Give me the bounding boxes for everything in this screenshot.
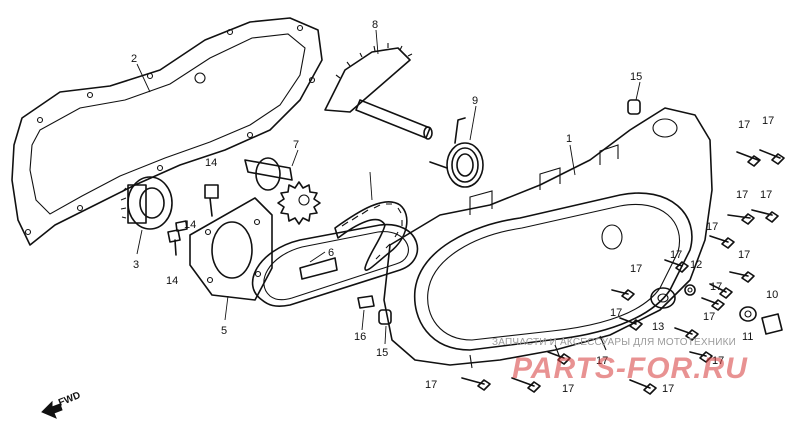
bolts-part-17 (461, 149, 785, 395)
callout-17i: 17 (710, 281, 722, 293)
callout-17d: 17 (760, 189, 772, 201)
callout-17c: 17 (736, 189, 748, 201)
callout-17f: 17 (670, 249, 682, 261)
pins (167, 184, 375, 309)
callout-3: 3 (133, 259, 139, 271)
callout-15a: 15 (630, 71, 642, 83)
callout-11: 11 (742, 331, 753, 343)
drive-belt (251, 223, 419, 307)
sprocket-part-7 (244, 157, 321, 225)
callout-7: 7 (293, 139, 299, 151)
callout-17a: 17 (738, 119, 750, 131)
leader-lines (136, 29, 641, 345)
callout-14c: 14 (166, 275, 178, 287)
watermark-logo: PARTS-FOR.RU (512, 352, 748, 385)
crankcase-cover-part-1 (383, 107, 713, 369)
callout-17k: 17 (703, 311, 715, 323)
callout-17e: 17 (706, 221, 718, 233)
callout-1: 1 (566, 133, 572, 145)
callout-8: 8 (372, 19, 378, 31)
spindle-part-8 (324, 43, 433, 140)
callout-10: 10 (766, 289, 778, 301)
callout-17p: 17 (662, 383, 674, 395)
callout-17n: 17 (425, 379, 437, 391)
callout-17b: 17 (762, 115, 774, 127)
gasket-part-2 (11, 17, 323, 246)
callout-17j: 17 (610, 307, 622, 319)
callout-14a: 14 (205, 157, 217, 169)
callout-9: 9 (472, 95, 478, 107)
callout-14b: 14 (184, 219, 196, 231)
collar-part-15 (378, 99, 641, 325)
callout-17l: 17 (596, 355, 608, 367)
callout-17h: 17 (630, 263, 642, 275)
callout-2: 2 (131, 53, 137, 65)
callout-13: 13 (652, 321, 664, 333)
spring-part-9 (429, 117, 484, 188)
callout-6: 6 (328, 247, 334, 259)
callout-5: 5 (221, 325, 227, 337)
callout-16: 16 (354, 331, 366, 343)
small-parts (650, 284, 783, 335)
fwd-arrow: FWD (41, 390, 82, 419)
watermark-text: ЗАПЧАСТИ И АКСЕССУАРЫ ДЛЯ МОТОТЕХНИКИ (492, 337, 736, 348)
callout-17m: 17 (712, 355, 724, 367)
callout-12: 12 (690, 259, 702, 271)
plate-part-5 (189, 197, 273, 301)
callout-labels: 2 1 3 5 6 7 8 9 10 11 12 13 14 14 14 15 … (131, 19, 778, 395)
fwd-label: FWD (57, 390, 82, 409)
watermark: ЗАПЧАСТИ И АКСЕССУАРЫ ДЛЯ МОТОТЕХНИКИ PA… (492, 337, 748, 385)
chain-part-4 (334, 201, 408, 271)
callout-15b: 15 (376, 347, 388, 359)
kick-pinion-part-3 (120, 176, 173, 230)
callout-17g: 17 (738, 249, 750, 261)
callout-17o: 17 (562, 383, 574, 395)
